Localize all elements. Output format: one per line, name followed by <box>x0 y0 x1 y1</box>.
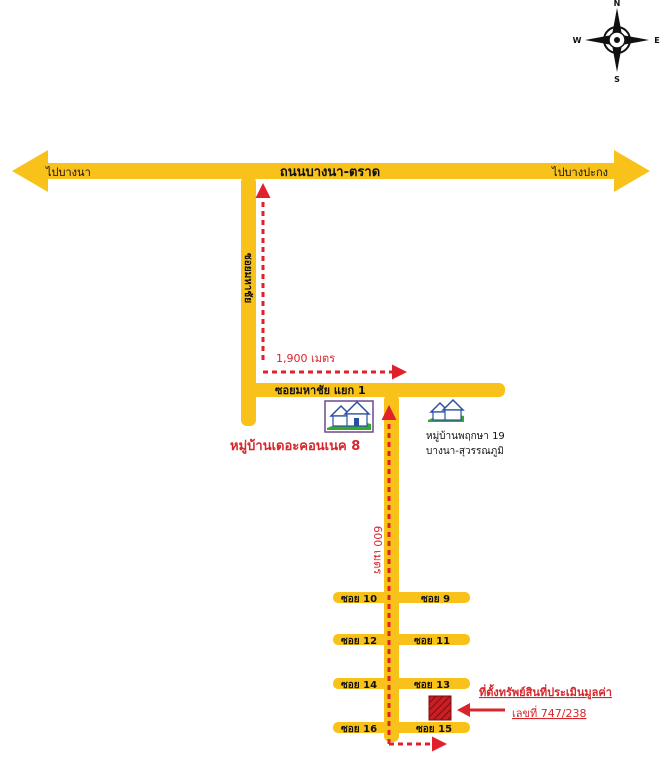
soi-15-label: ซอย 15 <box>416 724 452 735</box>
soi-11-label: ซอย 11 <box>414 636 450 647</box>
soi-14-road <box>333 678 391 689</box>
distance-first-label: 1,900 เมตร <box>276 352 335 365</box>
soi-15-road <box>392 722 470 733</box>
soi-10-label: ซอย 10 <box>341 594 377 605</box>
soi-9-road <box>392 592 470 603</box>
compass-n-label: N <box>614 0 621 8</box>
compass-e-label: E <box>654 36 659 45</box>
distance-second-label: 600 เมตร <box>371 526 384 575</box>
branch-road <box>241 383 505 397</box>
soi-13-label: ซอย 13 <box>414 680 450 691</box>
property-marker <box>428 695 452 721</box>
soi-10-road <box>333 592 391 603</box>
main-road-east-label: ไปบางปะกง <box>551 166 608 179</box>
soi-12-road <box>333 634 391 645</box>
branch-road-name: ซอยมหาชัย แยก 1 <box>275 384 366 397</box>
village-2-area: บางนา-สุวรรณภูมิ <box>426 446 504 457</box>
compass-s-label: S <box>614 75 620 84</box>
soi-9-label: ซอย 9 <box>421 594 450 605</box>
side-road <box>241 176 256 426</box>
soi-12-label: ซอย 12 <box>341 636 377 647</box>
compass-rose-icon: N S W E <box>573 0 660 84</box>
house-icon <box>428 398 465 422</box>
soi-16-road <box>333 722 391 733</box>
property-title: ที่ตั้งทรัพย์สินที่ประเมินมูลค่า <box>479 684 612 700</box>
soi-14-label: ซอย 14 <box>341 680 377 691</box>
compass-w-label: W <box>573 36 582 45</box>
property-arrow-icon <box>457 703 505 717</box>
soi-16-label: ซอย 16 <box>341 724 377 735</box>
house-icon <box>324 400 374 433</box>
soi-11-road <box>392 634 470 645</box>
soi-13-road <box>392 678 470 689</box>
main-road-name: ถนนบางนา-ตราด <box>280 165 380 180</box>
soi-road <box>384 394 399 742</box>
main-road-west-label: ไปบางนา <box>45 166 91 179</box>
property-number: เลขที่ 747/238 <box>512 705 586 720</box>
village-2-name: หมู่บ้านพฤกษา 19 <box>426 430 505 442</box>
soi-branches <box>333 592 470 733</box>
main-road <box>12 150 650 192</box>
side-road-name: ซอยมหาชัย <box>242 253 254 303</box>
village-1-name: หมู่บ้านเดอะคอนเนค 8 <box>230 438 360 454</box>
